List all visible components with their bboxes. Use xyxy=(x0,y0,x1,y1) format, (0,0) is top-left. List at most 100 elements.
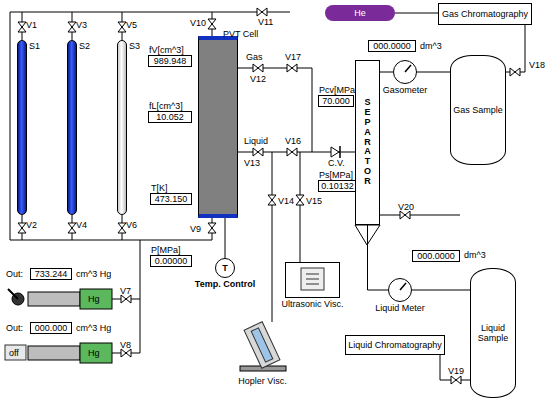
check-valve-body xyxy=(331,147,339,157)
valve-symbol xyxy=(208,223,216,233)
node-text: Gas Chromatography xyxy=(442,9,528,19)
node-heading: fV[cm^3] xyxy=(149,45,184,55)
viscometer-bore xyxy=(251,328,273,362)
node-heading: Temp. Control xyxy=(195,279,255,289)
line-label: Liquid xyxy=(244,136,268,146)
node-heading: Hopler Visc. xyxy=(238,376,286,386)
node-text: Liquid Chromatography xyxy=(348,340,442,350)
pipework xyxy=(10,12,525,380)
fluid-label: Hg xyxy=(88,348,100,358)
pump-cylinder xyxy=(80,289,112,309)
valve-symbol xyxy=(118,22,126,32)
viscometer-tube xyxy=(244,322,280,369)
valve-symbol xyxy=(18,22,26,32)
valve-symbol xyxy=(400,211,410,219)
readout-box: T[K]473.150 xyxy=(150,193,192,205)
valve-label: V12 xyxy=(250,74,266,84)
pump-label: Out: xyxy=(6,323,23,333)
valve-label: V11 xyxy=(258,17,273,27)
chromatograph-box: Liquid Chromatography xyxy=(345,335,445,355)
node-text: SEPARATOR xyxy=(363,98,372,187)
hopler-viscometer: Hopler Visc. xyxy=(225,322,300,374)
valve-label: V18 xyxy=(529,60,545,70)
valve-symbol xyxy=(118,223,126,233)
node-heading: P[MPa] xyxy=(151,245,181,255)
node-heading: T[K] xyxy=(151,183,168,193)
pipe xyxy=(238,68,355,322)
node-text: Gas Sample xyxy=(453,105,503,115)
readout-box: fV[cm^3]989.948 xyxy=(148,55,192,67)
node-text: 000.000 xyxy=(35,323,68,333)
valve-label: V14 xyxy=(278,196,294,206)
node-text: 000.0000 xyxy=(417,251,455,261)
storage-cylinder: S3 xyxy=(117,40,127,215)
valve-label: V1 xyxy=(26,20,37,30)
valve-label: V5 xyxy=(126,20,137,30)
valve-symbol xyxy=(510,68,520,76)
sample-vessel: Gas Sample xyxy=(450,55,506,165)
valve-symbol xyxy=(121,349,131,357)
valve-symbol xyxy=(121,295,131,303)
node-text: T xyxy=(222,263,228,273)
valve-label: C.V. xyxy=(328,158,345,168)
valve-symbol xyxy=(68,22,76,32)
pump-handle xyxy=(8,289,18,299)
ultrasonic-viscometer: Ultrasonic Visc. xyxy=(285,262,340,298)
gauge-needle xyxy=(405,65,411,72)
node-heading: Ps[MPa] xyxy=(319,170,353,180)
valve-symbols xyxy=(18,8,520,384)
node-heading: S3 xyxy=(129,41,140,51)
pump-barrel xyxy=(28,292,80,306)
check-valve-seat xyxy=(339,146,341,158)
meter-gauges xyxy=(389,61,416,301)
valve-label: V19 xyxy=(448,366,464,376)
readout-box: 733.244 xyxy=(30,268,72,280)
node-heading: Ultrasonic Visc. xyxy=(282,299,344,309)
readout-box: 000.0000 xyxy=(412,250,460,262)
node-text: 989.948 xyxy=(154,56,187,66)
pipe xyxy=(112,240,140,353)
readout-box: 000.0000 xyxy=(368,40,416,52)
pipe-connector xyxy=(380,72,393,73)
readout-box: Ps[MPa]0.10132 xyxy=(318,180,357,192)
node-text: 0.10132 xyxy=(321,181,354,191)
valve-label: V8 xyxy=(120,340,131,350)
valve-label: V3 xyxy=(76,20,87,30)
instrument-case xyxy=(285,262,340,298)
pump-switch xyxy=(5,345,26,360)
node-text: 10.052 xyxy=(156,112,184,122)
switch-label: off xyxy=(9,348,19,358)
instrument-screen xyxy=(301,268,324,290)
node-heading: Liquid Meter xyxy=(375,303,425,313)
valve-symbol xyxy=(68,223,76,233)
valve-label: V10 xyxy=(190,18,206,28)
node-heading: Pcv[MPa] xyxy=(319,85,358,95)
valve-symbol xyxy=(287,64,297,72)
node-text: 0.00000 xyxy=(155,256,188,266)
readout-box: 000.000 xyxy=(30,322,72,334)
pipe xyxy=(22,12,122,240)
pipe-connector xyxy=(225,218,226,258)
pipe-connector xyxy=(368,225,389,290)
node-heading: PVT Cell xyxy=(223,29,258,39)
valve-symbol xyxy=(296,195,304,205)
valve-symbol xyxy=(257,8,267,16)
valve-label: V4 xyxy=(76,220,87,230)
readout-box: Pcv[MPa]70.000 xyxy=(318,95,354,107)
valve-symbol xyxy=(208,19,216,29)
node-heading: Gasometer xyxy=(383,85,428,95)
node-heading: S1 xyxy=(29,41,40,51)
valve-label: V17 xyxy=(285,52,301,62)
valve-label: V6 xyxy=(126,220,137,230)
fluid-label: Hg xyxy=(88,294,100,304)
storage-cylinder: S1 xyxy=(17,40,27,215)
readout-box: P[MPa]0.00000 xyxy=(150,255,192,267)
valve-label: V9 xyxy=(190,224,201,234)
node-heading: S2 xyxy=(79,41,90,51)
storage-cylinder: S2 xyxy=(67,40,77,215)
valve-symbol xyxy=(451,376,461,384)
node-text: 473.150 xyxy=(155,194,188,204)
valve-label: V2 xyxy=(26,220,37,230)
chromatograph-box: Gas Chromatography xyxy=(438,3,532,25)
